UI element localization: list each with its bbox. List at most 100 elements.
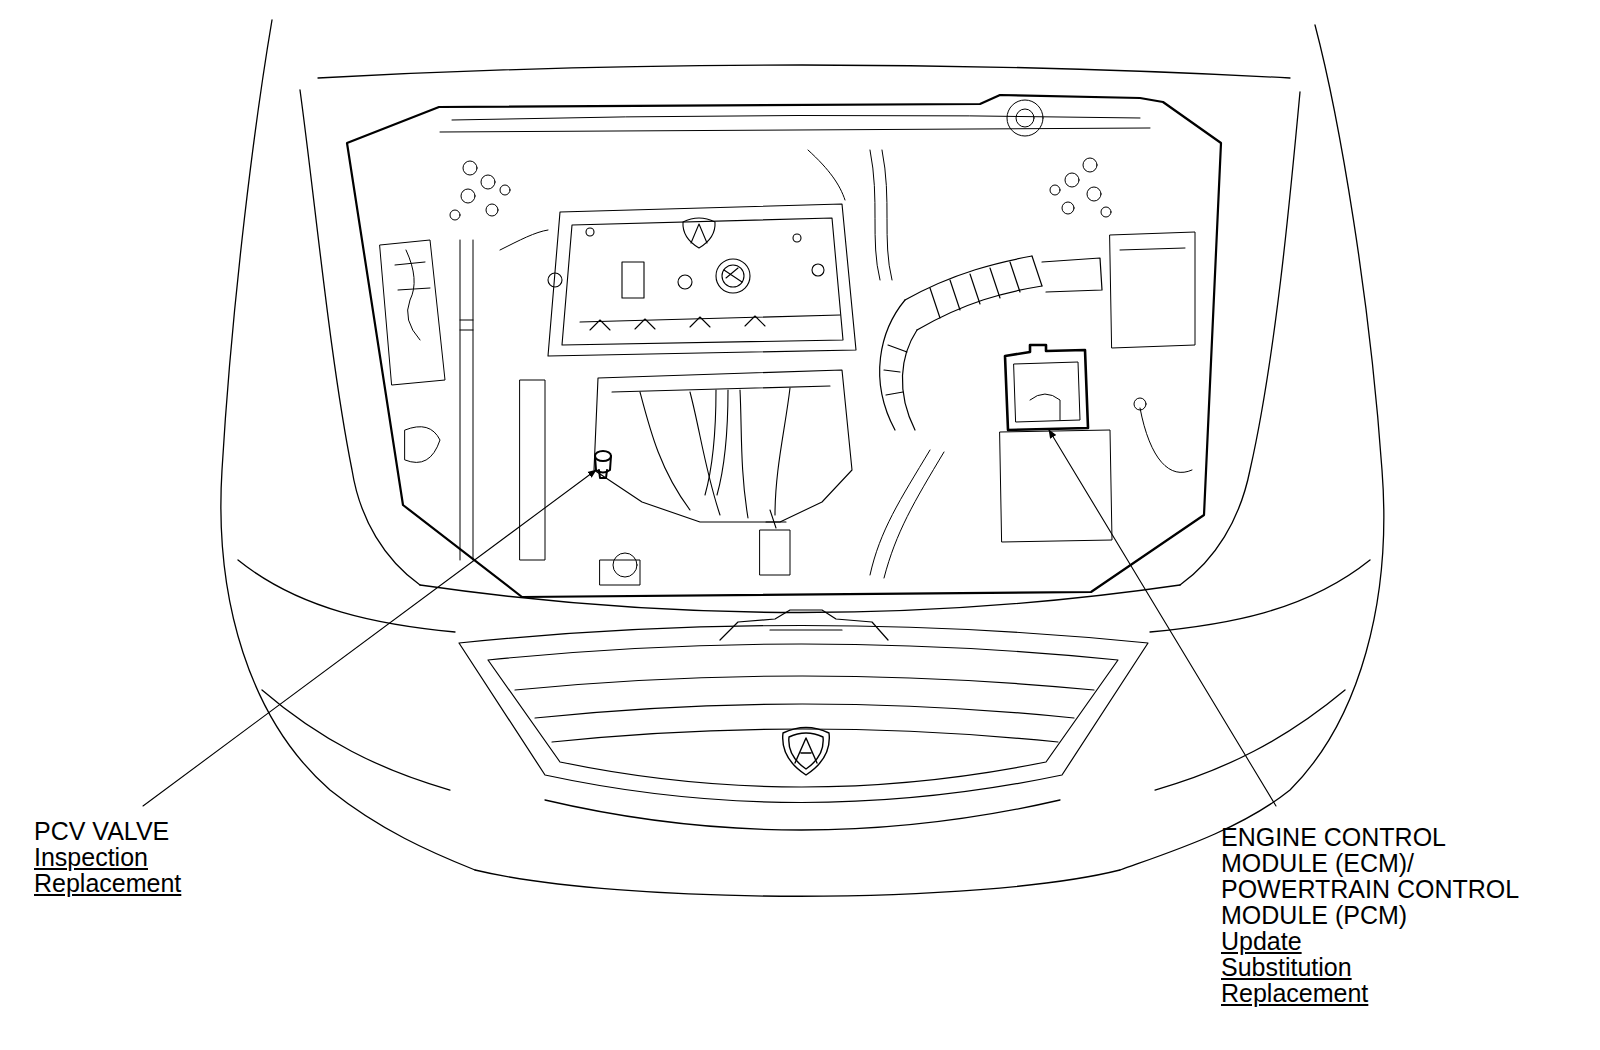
bay-details xyxy=(760,530,790,575)
bay-details xyxy=(1062,202,1074,214)
valve-cover xyxy=(793,234,801,242)
air-intake-hose xyxy=(930,262,1020,318)
bay-details xyxy=(405,427,440,463)
car-body xyxy=(318,65,1290,78)
part-name: PCV VALVE xyxy=(34,818,169,844)
grille-logo xyxy=(783,728,830,776)
pcv-valve xyxy=(599,470,607,478)
grille-logo xyxy=(789,733,823,769)
valve-cover xyxy=(590,316,765,330)
ecm-box xyxy=(1005,345,1088,430)
bay-details xyxy=(1050,185,1060,195)
bay-details xyxy=(481,175,495,189)
car-body xyxy=(420,585,1180,613)
car-body xyxy=(221,20,1384,896)
bay-details xyxy=(870,150,880,280)
grille xyxy=(488,644,1118,787)
bay-details xyxy=(1016,109,1034,127)
bay-details xyxy=(1007,100,1043,136)
bay-details xyxy=(1087,187,1101,201)
leader-line xyxy=(1049,430,1276,806)
ecm-box xyxy=(1005,345,1088,430)
grille xyxy=(770,629,842,630)
bay-details xyxy=(882,150,892,280)
valve-cover xyxy=(622,262,644,298)
grille xyxy=(459,626,1148,803)
pcv-valve xyxy=(595,451,611,461)
bay-details xyxy=(1134,398,1146,410)
valve-cover xyxy=(548,204,856,356)
car-body xyxy=(300,90,420,585)
valve-cover xyxy=(678,275,692,289)
grille xyxy=(459,610,1148,803)
bay-details xyxy=(452,115,1140,120)
leader-line xyxy=(143,470,596,806)
bay-details xyxy=(870,450,930,575)
car-body xyxy=(1150,560,1370,632)
procedure-link: Update xyxy=(1221,928,1302,954)
bay-details xyxy=(808,150,845,200)
valve-cover xyxy=(722,265,744,287)
procedure-link: Replacement xyxy=(34,870,181,896)
valve-cover xyxy=(716,259,750,293)
valve-cover xyxy=(691,224,707,243)
procedure-link: Replacement xyxy=(1221,980,1368,1006)
intake-manifold xyxy=(594,370,852,522)
bay-details xyxy=(380,240,445,385)
pcv-valve xyxy=(595,456,611,473)
intake-manifold xyxy=(640,388,790,518)
air-intake-hose xyxy=(880,300,905,430)
bay-details xyxy=(406,250,420,340)
bay-details xyxy=(520,380,545,560)
air-intake-hose xyxy=(917,286,1042,330)
engine-bay-outline xyxy=(347,95,1221,597)
car-body xyxy=(475,870,1120,896)
bay-details xyxy=(1140,408,1192,472)
intake-manifold xyxy=(594,370,852,528)
bay-details xyxy=(1065,173,1079,187)
valve-cover xyxy=(580,315,840,322)
air-intake-hose xyxy=(1032,256,1042,286)
bay-details xyxy=(1000,430,1112,542)
bay-details xyxy=(500,185,510,195)
car-body xyxy=(545,800,1060,830)
bay-details xyxy=(460,240,473,560)
air-intake-hose xyxy=(902,330,917,430)
leader-line xyxy=(143,430,1276,806)
grille xyxy=(535,704,1074,718)
bay-details xyxy=(500,230,548,250)
grille-logo xyxy=(795,738,817,763)
air-intake-hose xyxy=(880,256,1102,430)
bay-details xyxy=(380,100,1195,585)
car-body xyxy=(262,690,450,790)
procedure-link: Substitution xyxy=(1221,954,1352,980)
bay-details xyxy=(460,320,473,330)
grille xyxy=(720,610,888,640)
bay-details xyxy=(1083,158,1097,172)
valve-cover xyxy=(683,218,715,248)
pcv-valve xyxy=(595,451,611,478)
intake-manifold xyxy=(766,510,786,528)
air-intake-hose xyxy=(905,256,1032,300)
bay-details xyxy=(440,128,1150,132)
valve-cover xyxy=(586,228,594,236)
grille xyxy=(515,676,1094,690)
part-name: ENGINE CONTROL MODULE (ECM)/ POWERTRAIN … xyxy=(1221,824,1536,928)
valve-cover xyxy=(812,264,824,276)
car-body xyxy=(1155,690,1345,790)
valve-cover xyxy=(724,268,742,282)
bay-details xyxy=(450,210,460,220)
bay-details xyxy=(486,204,498,216)
bay-details xyxy=(461,189,475,203)
car-body xyxy=(1180,92,1300,585)
grille-logo xyxy=(783,728,830,776)
bay-details xyxy=(884,452,944,578)
bay-details xyxy=(1101,207,1111,217)
intake-manifold xyxy=(705,390,716,495)
car-body xyxy=(1120,25,1384,870)
intake-manifold xyxy=(612,386,830,392)
air-intake-hose xyxy=(884,345,907,395)
bay-details xyxy=(1110,232,1195,348)
